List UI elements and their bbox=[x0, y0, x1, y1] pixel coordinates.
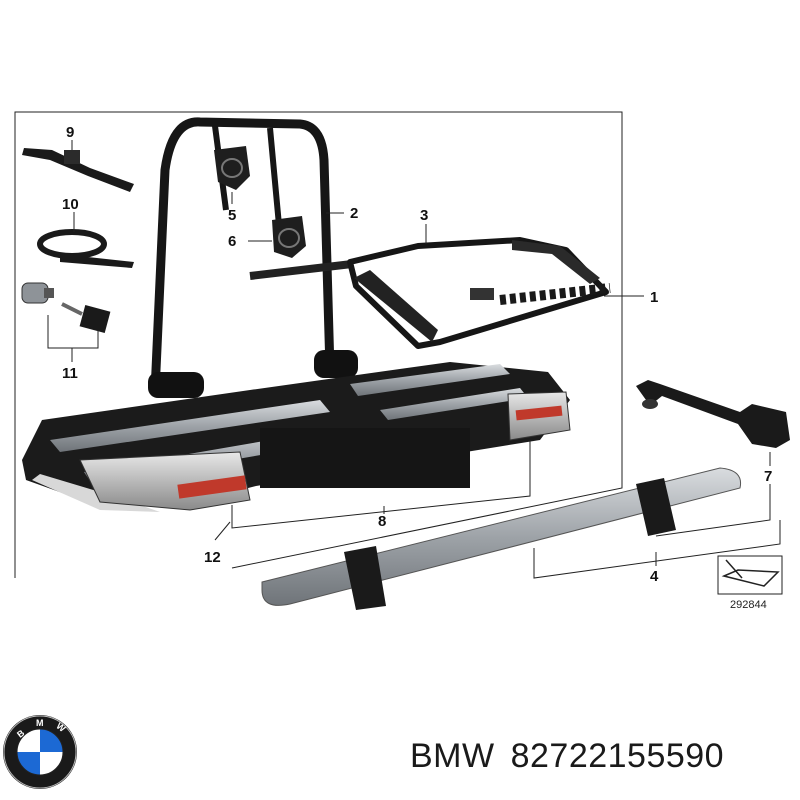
callout-10: 10 bbox=[62, 196, 79, 213]
upper-bracket-part bbox=[214, 146, 250, 190]
svg-text:M: M bbox=[36, 718, 44, 728]
lock-and-key-part bbox=[21, 282, 111, 333]
svg-text:B: B bbox=[15, 727, 27, 739]
assembly-frame-box bbox=[14, 111, 623, 578]
callout-3: 3 bbox=[420, 207, 428, 224]
callout-2: 2 bbox=[350, 205, 358, 222]
strap-part bbox=[22, 148, 134, 192]
callout-1: 1 bbox=[650, 289, 658, 306]
lower-bracket-part bbox=[272, 216, 306, 258]
coupling-frame-part bbox=[347, 237, 611, 349]
callout-11: 11 bbox=[62, 365, 78, 382]
leader-lines bbox=[47, 140, 781, 579]
callout-4: 4 bbox=[650, 568, 659, 585]
wheel-rail-part bbox=[261, 467, 742, 610]
support-arm-part bbox=[636, 380, 790, 448]
reference-number: 292844 bbox=[730, 599, 767, 611]
brand-name: BMW bbox=[410, 737, 495, 775]
product-caption: BMW 82722155590 bbox=[410, 737, 740, 776]
holder-arch-part bbox=[148, 117, 358, 398]
callout-12: 12 bbox=[204, 549, 221, 566]
bmw-logo: B M W bbox=[3, 715, 77, 789]
callout-5: 5 bbox=[228, 207, 236, 224]
callout-9: 9 bbox=[66, 124, 74, 141]
loop-strap-part bbox=[37, 229, 134, 268]
reference-symbol bbox=[717, 555, 783, 595]
callout-6: 6 bbox=[228, 233, 236, 250]
left-lamp-part bbox=[79, 451, 251, 511]
part-number: 82722155590 bbox=[510, 737, 725, 775]
right-lamp-part bbox=[507, 391, 571, 441]
callout-8: 8 bbox=[378, 513, 386, 530]
callout-7: 7 bbox=[764, 468, 772, 485]
carrier-platform-part bbox=[22, 362, 570, 512]
